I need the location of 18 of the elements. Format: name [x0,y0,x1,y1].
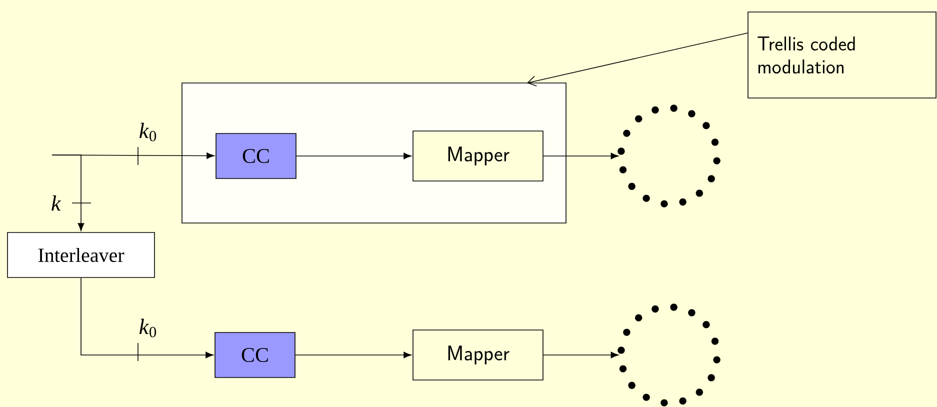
callout-box: Trellis coded modulation [748,12,936,98]
signal-label: k$_{0}$ [139,318,156,338]
constellation-drawing [618,104,720,208]
encoder-box: CC [214,332,296,378]
signal-label: k$_{0}$ [139,122,156,142]
encoder-box: CC [216,133,296,179]
interleaver-box: Interleaver [7,232,155,278]
mapper-box: Mapper [412,130,544,182]
arrow [543,152,619,160]
arrow [295,352,412,358]
constellation-drawing [618,304,720,406]
arrow [80,278,214,358]
arrow [296,152,412,160]
arrow [52,154,84,231]
signal-label: k [52,195,62,211]
leader-line [527,32,748,86]
arrow [543,352,619,358]
mapper-box: Mapper [412,330,544,380]
